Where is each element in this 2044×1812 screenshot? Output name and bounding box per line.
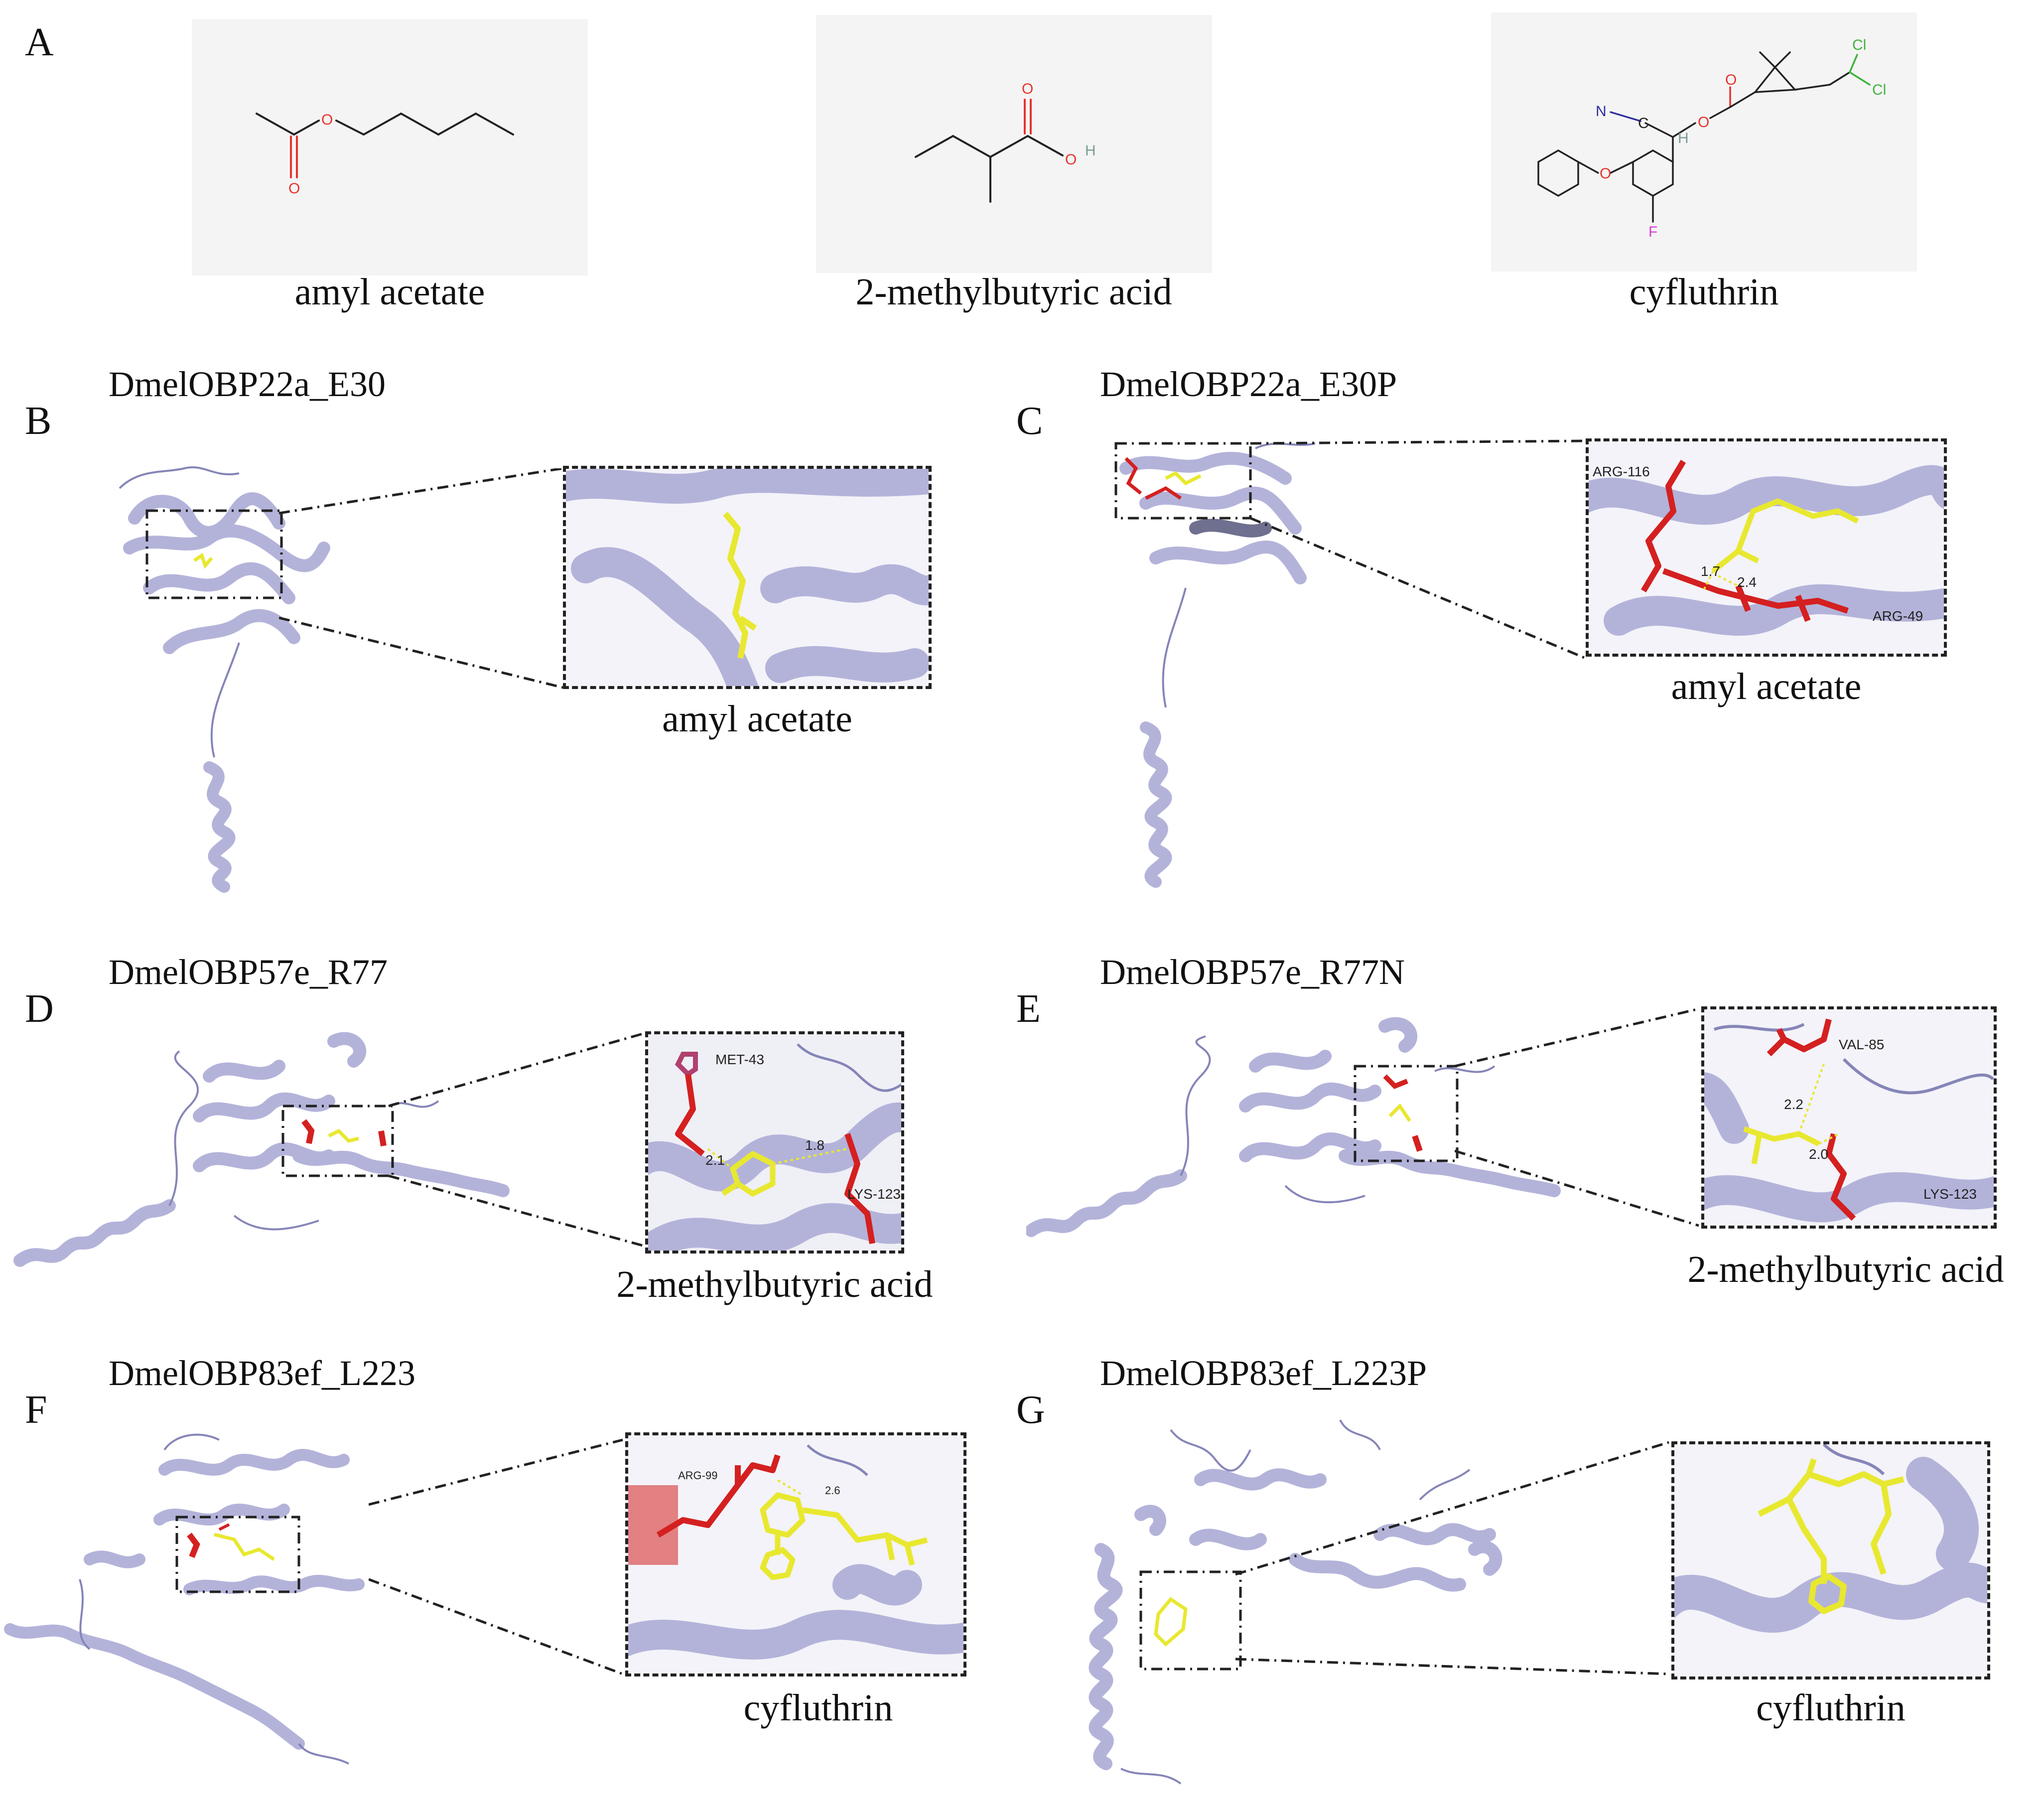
zoom-inset-e: VAL-85 LYS-123 2.2 2.0 <box>1701 1006 1997 1229</box>
molecule-caption: amyl acetate <box>294 271 485 313</box>
oxygen-label: O <box>321 112 333 128</box>
oxygen-label: O <box>288 180 300 197</box>
oxygen-label: O <box>1065 151 1077 168</box>
protein-structure-d <box>13 1032 510 1267</box>
protein-structure-e <box>1026 1017 1561 1237</box>
protein-structure-b <box>119 466 330 893</box>
residue-label: ARG-49 <box>1873 608 1923 624</box>
cyfluthrin-structure: N C H O O O F Cl Cl <box>1491 12 1917 272</box>
panel-letter-c: C <box>1016 399 1043 443</box>
ligand-caption: 2-methylbutyric acid <box>616 1263 933 1305</box>
residue-label: VAL-85 <box>1839 1037 1884 1052</box>
residue-label: ARG-116 <box>1593 464 1650 479</box>
oxygen-label: O <box>1725 72 1737 88</box>
ligand-caption: cyfluthrin <box>743 1687 893 1729</box>
panel-letter-e: E <box>1016 987 1041 1031</box>
distance-label: 2.4 <box>1737 574 1757 590</box>
protein-structure-f <box>4 1433 365 1765</box>
panel-letter-a: A <box>25 20 54 64</box>
distance-label: 1.8 <box>805 1137 824 1153</box>
callout-lines-f <box>369 1438 623 1675</box>
distance-label: 2.1 <box>705 1152 725 1168</box>
molecule-caption: 2-methylbutyric acid <box>855 271 1172 313</box>
residue-label: MET-43 <box>715 1052 764 1067</box>
zoom-inset-f: ARG-99 2.6 <box>625 1432 966 1676</box>
protein-structure-c <box>1114 442 1316 888</box>
zoom-inset-c: ARG-116 ARG-49 1.7 2.4 <box>1586 438 1947 657</box>
distance-label: 2.0 <box>1809 1146 1828 1162</box>
panel-letter-f: F <box>25 1388 47 1432</box>
nitrogen-label: N <box>1596 103 1607 120</box>
carbon-label: C <box>1638 115 1649 132</box>
protein-structure-g <box>1089 1419 1502 1785</box>
methylbutyric-acid-structure: O O H <box>816 15 1212 273</box>
distance-label: 2.6 <box>825 1484 840 1497</box>
panel-letter-d: D <box>25 987 54 1031</box>
panel-title: DmelOBP83ef_L223P <box>1100 1353 1427 1393</box>
chlorine-label: Cl <box>1872 82 1886 98</box>
residue-label: LYS-123 <box>1923 1186 1977 1202</box>
ligand-caption: cyfluthrin <box>1756 1687 1906 1729</box>
ligand-caption: 2-methylbutyric acid <box>1687 1249 2004 1290</box>
callout-lines-c <box>1250 439 1585 659</box>
panel-letter-g: G <box>1016 1388 1045 1432</box>
zoom-inset-b <box>563 466 932 689</box>
residue-label: LYS-123 <box>847 1186 901 1202</box>
oxygen-label: O <box>1698 114 1709 131</box>
fluorine-label: F <box>1648 224 1657 240</box>
panel-title: DmelOBP22a_E30P <box>1100 364 1397 404</box>
residue-label: ARG-99 <box>678 1469 717 1482</box>
zoom-inset-d: MET-43 LYS-123 2.1 1.8 <box>645 1031 904 1254</box>
oxygen-label: O <box>1022 81 1033 97</box>
molecule-caption: cyfluthrin <box>1629 271 1779 313</box>
ligand-caption: amyl acetate <box>662 698 852 740</box>
ligand-caption: amyl acetate <box>1671 666 1862 707</box>
distance-label: 2.2 <box>1784 1097 1803 1112</box>
amyl-acetate-structure: O O <box>192 19 588 276</box>
callout-lines-d <box>389 1032 643 1247</box>
panel-title: DmelOBP83ef_L223 <box>109 1353 415 1393</box>
hydrogen-label: H <box>1085 142 1096 159</box>
zoom-inset-g <box>1671 1441 1990 1679</box>
panel-title: DmelOBP57e_R77 <box>109 952 388 992</box>
callout-lines-g <box>1235 1441 1669 1675</box>
distance-label: 1.7 <box>1701 563 1720 579</box>
panel-title: DmelOBP22a_E30 <box>109 364 386 404</box>
panel-title: DmelOBP57e_R77N <box>1100 952 1405 992</box>
callout-lines-b <box>279 468 563 689</box>
panel-letter-b: B <box>25 399 52 443</box>
hydrogen-label: H <box>1678 130 1689 146</box>
callout-lines-e <box>1455 1007 1699 1227</box>
oxygen-label: O <box>1600 165 1611 182</box>
chlorine-label: Cl <box>1852 37 1866 53</box>
